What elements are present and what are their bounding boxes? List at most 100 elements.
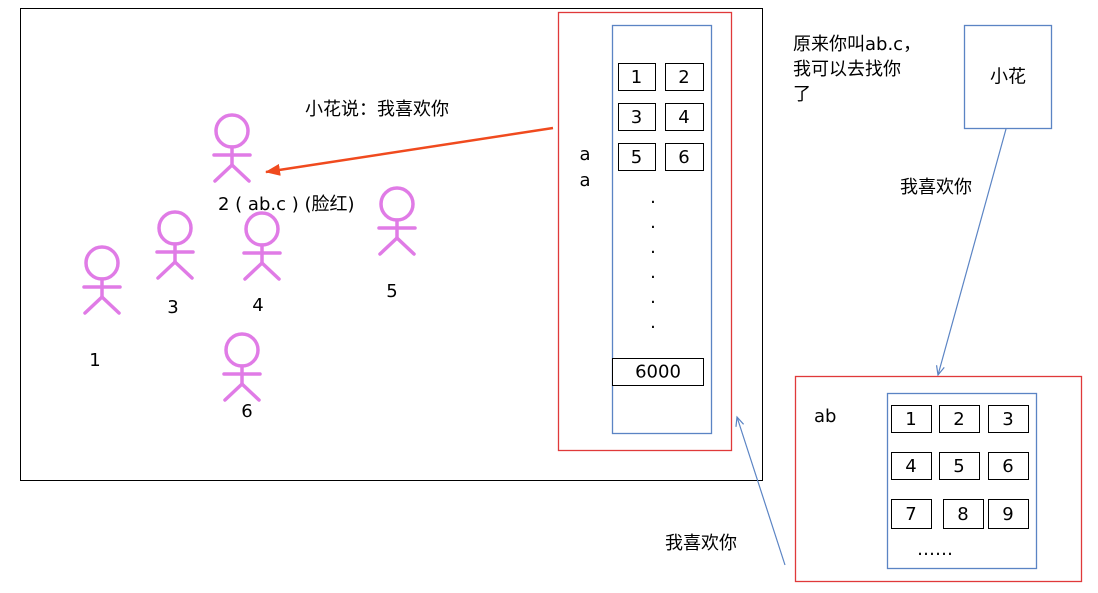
cell-box <box>665 103 704 131</box>
cell: 2 <box>665 63 704 91</box>
cell-box <box>988 452 1029 480</box>
person-box-frame <box>963 24 1053 130</box>
cell: 1 <box>618 63 656 91</box>
cell: 6 <box>665 143 704 171</box>
cell-box <box>891 499 932 529</box>
cell-value: 6 <box>1002 456 1013 477</box>
cell-value: 6 <box>678 147 689 168</box>
stick-figure-6 <box>222 332 262 402</box>
cell: 3 <box>988 405 1029 433</box>
cell-box <box>618 103 656 131</box>
note-line: 原来你叫ab.c， <box>793 34 921 55</box>
person-box-label: 小花 <box>990 67 1026 88</box>
figure-leg-right <box>100 295 121 315</box>
cell-value: 2 <box>678 67 689 88</box>
continuation-dot: . <box>650 187 656 208</box>
cell-box <box>891 452 932 480</box>
cell-value: 1 <box>631 67 642 88</box>
figure-head <box>224 332 260 368</box>
cell-box <box>939 452 980 480</box>
right-panel-ellipsis: …… <box>917 539 953 560</box>
figure-leg-left <box>378 236 399 256</box>
cell-value: 3 <box>1002 409 1013 430</box>
message-arrow-up <box>735 415 786 566</box>
cell-value: 8 <box>957 504 968 525</box>
cell: 5 <box>618 143 656 171</box>
figure-leg-right <box>395 236 416 256</box>
message-text: 我喜欢你 <box>900 177 972 198</box>
right-panel-outer-box <box>794 375 1083 583</box>
cell-box <box>988 405 1029 433</box>
cell-box <box>612 358 704 386</box>
continuation-dot: . <box>650 262 656 283</box>
figure-leg-left <box>213 163 234 183</box>
cell-box <box>939 405 980 433</box>
cell-value: 9 <box>1002 504 1013 525</box>
figure-label: 2 ( ab.c ) (脸红) <box>218 194 355 215</box>
figure-leg-left <box>83 295 104 315</box>
note-line: 了 <box>793 84 811 105</box>
figure-label: 3 <box>167 297 178 318</box>
continuation-dot: . <box>650 212 656 233</box>
left-panel-dots: ...... <box>650 187 656 333</box>
figure-leg-right <box>240 382 261 402</box>
figure-label: 6 <box>241 401 252 422</box>
cell-value: 4 <box>678 107 689 128</box>
cell-value: 3 <box>631 107 642 128</box>
figure-label: 4 <box>252 295 263 316</box>
cell-value: 5 <box>631 147 642 168</box>
figure-crowd: 1 2 ( ab.c ) (脸红) 3 4 5 6 <box>82 113 417 422</box>
cell-value: 2 <box>953 409 964 430</box>
person-box: 小花 <box>963 24 1053 130</box>
stick-figure-1 <box>82 245 122 315</box>
cell-box <box>665 63 704 91</box>
cell-value: 5 <box>953 456 964 477</box>
cell: 9 <box>988 499 1029 529</box>
left-panel-outer-box <box>557 11 733 452</box>
stick-figure-5 <box>377 186 417 256</box>
cell-value: 7 <box>905 504 916 525</box>
continuation-dot: . <box>650 237 656 258</box>
scene-frame <box>20 8 763 481</box>
left-panel-last-cell: 6000 <box>612 358 704 386</box>
continuation-dot: . <box>650 287 656 308</box>
speech-arrow <box>265 126 554 176</box>
cell-box <box>891 405 932 433</box>
figure-head <box>214 113 250 149</box>
note: 原来你叫ab.c， 我可以去找你 了 <box>793 34 921 105</box>
cell: 1 <box>891 405 932 433</box>
cell-box <box>988 499 1029 529</box>
right-panel-label: ab <box>814 406 836 427</box>
right-panel-inner-box <box>886 392 1038 570</box>
message-arrow-down <box>935 128 1007 377</box>
figure-leg-left <box>243 261 264 281</box>
figure-head <box>379 186 415 222</box>
stick-figure-3 <box>155 210 195 280</box>
cell: 8 <box>943 499 984 529</box>
cell-box <box>943 499 984 529</box>
left-panel-cells: 1 2 3 4 5 6 <box>618 63 704 171</box>
left-panel-side-label: a <box>579 144 590 165</box>
figure-label: 1 <box>89 350 100 371</box>
note-line: 我可以去找你 <box>793 59 901 80</box>
cell: 6 <box>988 452 1029 480</box>
left-panel-inner-box <box>611 24 713 435</box>
cell-box <box>618 63 656 91</box>
cell-box <box>618 143 656 171</box>
cell-value: 1 <box>905 409 916 430</box>
cell: 4 <box>891 452 932 480</box>
left-panel-side-label: a <box>579 170 590 191</box>
cell-value: 6000 <box>635 362 681 383</box>
cell: 2 <box>939 405 980 433</box>
figure-head <box>157 210 193 246</box>
figure-label: 5 <box>386 281 397 302</box>
figure-head <box>84 245 120 281</box>
figure-leg-left <box>223 382 244 402</box>
continuation-dot: . <box>650 312 656 333</box>
figure-leg-right <box>230 163 251 183</box>
cell: 3 <box>618 103 656 131</box>
figure-leg-left <box>156 260 177 280</box>
